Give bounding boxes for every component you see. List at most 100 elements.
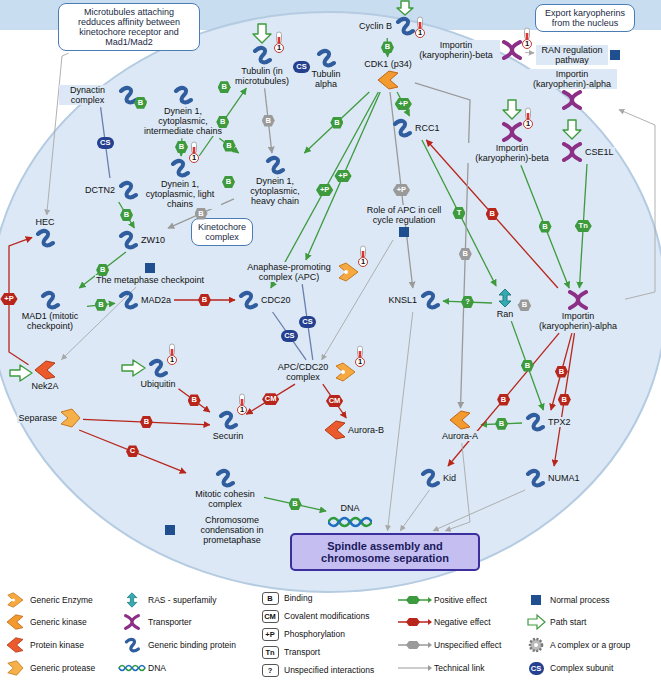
protein-node: NUMA1 xyxy=(524,468,581,488)
node-icon xyxy=(214,468,236,488)
drawing-part xyxy=(147,358,169,378)
protein-node: CSE1L xyxy=(561,142,615,162)
drawing-part xyxy=(117,290,139,310)
connector xyxy=(619,110,655,300)
node-label: CDC20 xyxy=(260,295,292,305)
node-label: Importin (karyopherin)-beta xyxy=(467,143,557,163)
legend-arrowhead xyxy=(428,619,432,625)
drawing-part xyxy=(264,155,286,175)
legend-text: Phosphorylation xyxy=(284,629,345,639)
drawing-part xyxy=(423,293,438,307)
node-label: Nek2A xyxy=(31,381,60,391)
drawing-part xyxy=(341,370,345,374)
protein-node: Dynein 1, cytoplasmic, heavy chain xyxy=(236,155,314,206)
drawing-part xyxy=(319,51,334,65)
path-start-arrow xyxy=(253,24,271,43)
legend-icon xyxy=(127,593,137,607)
drawing-part xyxy=(121,293,136,307)
legend-icon xyxy=(531,595,541,605)
thermometer xyxy=(277,32,282,43)
node-label: Tubulin (in microtubules) xyxy=(224,66,301,86)
node-icon xyxy=(419,290,441,310)
drawing-part xyxy=(165,525,175,535)
protein-node: Anaphase-promoting complex (APC) xyxy=(242,262,359,282)
connector xyxy=(433,490,525,531)
protein-node: Cyclin B xyxy=(358,16,416,36)
node-label: Separase xyxy=(17,413,58,423)
drawing-part xyxy=(145,263,155,273)
node-label: DCTN2 xyxy=(84,185,116,195)
drawing-part xyxy=(423,471,438,485)
node-icon xyxy=(334,362,356,382)
path-start-arrow xyxy=(563,120,581,139)
node-icon xyxy=(561,142,583,162)
legend-text: Generic binding protein xyxy=(148,640,236,650)
thermometer xyxy=(358,346,363,357)
drawing-part xyxy=(61,409,80,427)
protein-node: Separase xyxy=(17,408,81,428)
node-label: Ubiquitin xyxy=(139,379,176,389)
drawing-part xyxy=(173,161,188,175)
node-label: Importin (karyopherin)-beta xyxy=(412,40,500,60)
drawing-part xyxy=(117,180,139,200)
drawing-part xyxy=(524,468,546,488)
legend-text: Transport xyxy=(284,647,320,657)
node-icon xyxy=(449,410,471,430)
drawing-part xyxy=(119,666,145,671)
drawing-part xyxy=(251,45,273,65)
connector xyxy=(264,497,326,511)
drawing-part xyxy=(561,90,583,110)
callout-number: 1 xyxy=(523,119,533,129)
node-icon xyxy=(34,360,56,380)
legend-icon xyxy=(126,639,138,650)
drawing-part xyxy=(504,124,520,140)
connector xyxy=(322,240,393,360)
callout-box: Kinetochore complex xyxy=(191,218,253,246)
node-label: DNA xyxy=(339,503,360,513)
legend-icon xyxy=(7,615,23,629)
connector xyxy=(388,312,413,531)
drawing-part xyxy=(324,420,346,440)
node-icon xyxy=(315,48,337,68)
callout-number: 1 xyxy=(274,43,284,53)
drawing-part xyxy=(7,615,23,629)
path-start-arrow xyxy=(503,100,521,119)
legend-path-start xyxy=(528,615,545,629)
node-icon xyxy=(377,70,399,90)
connector xyxy=(119,202,135,228)
protein-node: CDC20 xyxy=(237,290,292,310)
thermometer xyxy=(525,28,530,39)
node-icon xyxy=(398,226,410,238)
node-icon xyxy=(147,358,169,378)
drawing-part xyxy=(325,421,345,439)
protein-node: Dynactin complex xyxy=(59,85,139,105)
node-label: Export karyopherins from the nucleus xyxy=(541,8,629,28)
thermometer xyxy=(418,17,423,28)
connector xyxy=(390,92,413,288)
legend-icon xyxy=(8,661,23,675)
legend-symbol-letter: ? xyxy=(262,664,279,677)
legend-text: Negative effect xyxy=(434,617,491,627)
drawing-part xyxy=(151,361,166,375)
thermometer xyxy=(526,108,531,119)
legend-text: Covalent modifications xyxy=(284,611,370,621)
protein-node: Kid xyxy=(419,468,457,488)
node-label: Securin xyxy=(212,431,245,441)
node-icon xyxy=(164,524,176,536)
protein-node: MAD2a xyxy=(117,290,172,310)
node-label: KNSL1 xyxy=(387,295,418,305)
node-label: Kid xyxy=(442,473,457,483)
drawing-part xyxy=(419,468,441,488)
drawing-part xyxy=(8,593,23,607)
protein-node: Mitotic cohesin complex xyxy=(188,468,262,509)
node-label: CSE1L xyxy=(584,147,615,157)
normal-process: RAN regulation pathway xyxy=(536,45,621,65)
connector xyxy=(445,443,470,531)
drawing-part xyxy=(504,42,520,58)
legend-hexagon xyxy=(406,596,420,604)
legend-arrowhead xyxy=(428,597,432,603)
drawing-part xyxy=(449,410,471,430)
legend-icon xyxy=(126,616,139,629)
drawing-part xyxy=(144,262,156,274)
